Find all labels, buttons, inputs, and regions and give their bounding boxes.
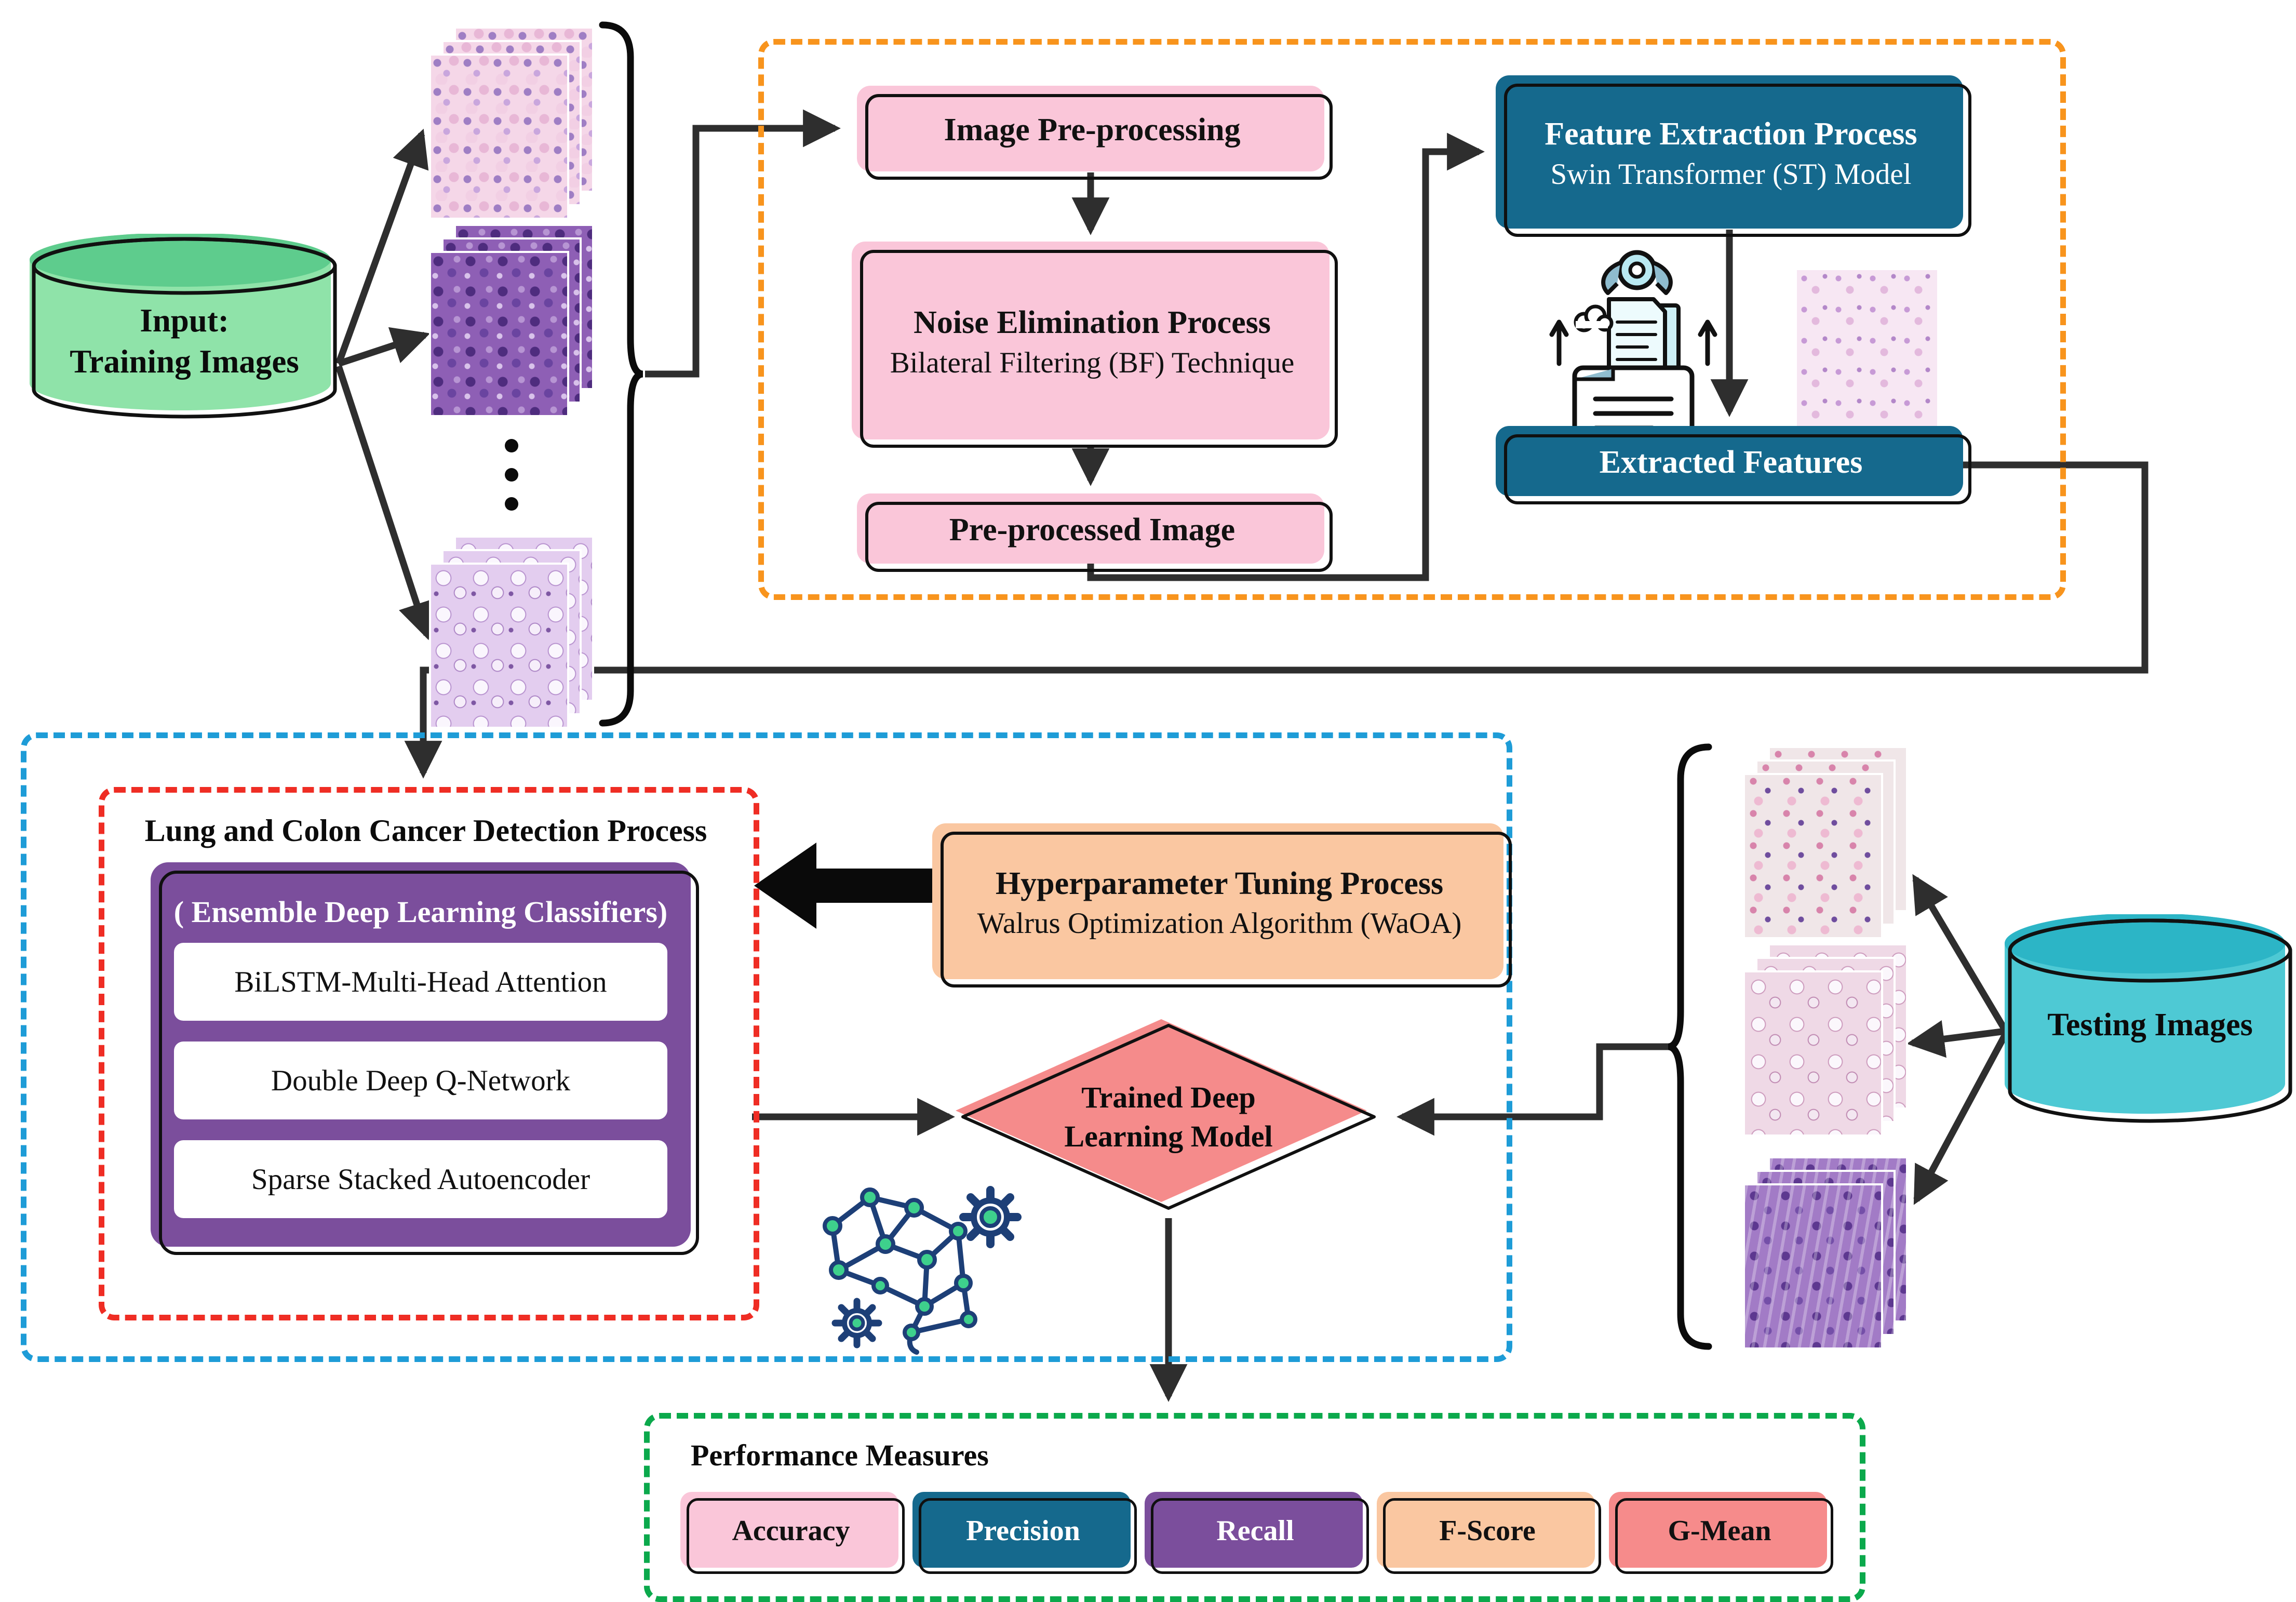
stack-layer	[431, 56, 567, 218]
dot	[505, 497, 518, 511]
box-outline	[1151, 1498, 1369, 1574]
noise-elimination-title: Noise Elimination Process	[914, 305, 1271, 341]
preprocessed-image-box: Pre-processed Image	[857, 493, 1333, 572]
preprocessed-image-label: Pre-processed Image	[949, 512, 1236, 548]
image-preprocessing-box: Image Pre-processing	[857, 86, 1333, 180]
classifier-row-ssae: Sparse Stacked Autoencoder	[174, 1140, 667, 1218]
box-fill	[857, 86, 1324, 171]
box-fill	[680, 1492, 898, 1568]
measure-box-precision: Precision	[912, 1492, 1137, 1574]
performance-group-box	[644, 1413, 1865, 1602]
measure-box-accuracy: Accuracy	[680, 1492, 905, 1574]
trained-model-line1: Trained Deep	[1081, 1080, 1256, 1114]
box-fill	[1377, 1492, 1595, 1568]
box-outline	[1504, 84, 1971, 237]
testing-images-cylinder: Testing Images	[2002, 913, 2296, 1138]
box-fill	[1496, 426, 1963, 496]
diamond-shape	[956, 1019, 1376, 1210]
box-outline	[865, 94, 1333, 180]
box-outline	[860, 250, 1338, 448]
classifier-label: Sparse Stacked Autoencoder	[251, 1163, 590, 1196]
training-group-box	[21, 732, 1512, 1362]
box-outline	[159, 871, 699, 1255]
training-histopathology-stack-3	[431, 538, 592, 727]
ensemble-classifiers-box: ( Ensemble Deep Learning Classifiers) Bi…	[151, 862, 699, 1255]
box-fill	[932, 823, 1503, 979]
ensemble-label: ( Ensemble Deep Learning Classifiers)	[173, 895, 668, 929]
performance-title: Performance Measures	[691, 1438, 989, 1472]
training-brace	[599, 21, 643, 727]
training-histopathology-stack-1	[431, 29, 592, 218]
testing-histopathology-stack-3	[1745, 1158, 1906, 1347]
tuning-title: Hyperparameter Tuning Process	[995, 865, 1444, 901]
testing-histopathology-stack-2	[1745, 945, 1906, 1134]
testing-histopathology-stack-1	[1745, 748, 1906, 937]
stack-layer	[431, 565, 567, 727]
trained-model-diamond: Trained Deep Learning Model	[955, 1017, 1382, 1217]
tuning-sub: Walrus Optimization Algorithm (WaOA)	[977, 907, 1462, 940]
box-outline	[865, 502, 1333, 572]
noise-elimination-sub: Bilateral Filtering (BF) Technique	[890, 346, 1295, 379]
dot	[505, 468, 518, 482]
training-cylinder-label: Input: Training Images	[26, 300, 343, 382]
feature-extraction-title: Feature Extraction Process	[1545, 116, 1917, 152]
box-fill	[1145, 1492, 1363, 1568]
training-histopathology-stack-2	[431, 226, 592, 415]
classifier-label: BiLSTM-Multi-Head Attention	[234, 965, 607, 998]
feature-extraction-icon	[1549, 250, 1717, 458]
box-outline	[941, 832, 1512, 987]
image-preprocessing-label: Image Pre-processing	[944, 112, 1241, 148]
box-fill	[1496, 75, 1963, 229]
classifier-row-ddqn: Double Deep Q-Network	[174, 1042, 667, 1119]
preprocessing-group-box	[758, 39, 2066, 600]
ellipsis-dots	[505, 439, 518, 511]
hyperparameter-tuning-box: Hyperparameter Tuning Process Walrus Opt…	[932, 823, 1512, 987]
ai-network-gears-icon	[823, 1186, 1022, 1355]
input-label-line2: Training Images	[70, 343, 299, 380]
extracted-features-label: Extracted Features	[1599, 445, 1863, 480]
box-outline	[1383, 1498, 1601, 1574]
measure-box-gmean: G-Mean	[1609, 1492, 1833, 1574]
box-fill	[1609, 1492, 1827, 1568]
measure-box-recall: Recall	[1145, 1492, 1369, 1574]
detection-title: Lung and Colon Cancer Detection Process	[144, 813, 707, 848]
detection-group-box	[99, 787, 759, 1320]
feature-extraction-box: Feature Extraction Process Swin Transfor…	[1496, 75, 1971, 237]
stack-layer	[1745, 972, 1881, 1134]
stack-layer	[431, 253, 567, 415]
classifier-label: Double Deep Q-Network	[271, 1064, 571, 1097]
box-fill	[857, 493, 1324, 564]
feature-extraction-sub: Swin Transformer (ST) Model	[1550, 157, 1912, 191]
stack-layer	[1745, 775, 1881, 937]
trained-model-line2: Learning Model	[1064, 1119, 1273, 1153]
box-outline	[1615, 1498, 1833, 1574]
box-outline	[919, 1498, 1137, 1574]
testing-brace	[1668, 743, 1712, 1350]
box-fill	[852, 242, 1330, 439]
dot	[505, 439, 518, 452]
testing-cylinder-label: Testing Images	[2047, 1007, 2253, 1043]
box-outline	[1504, 434, 1971, 504]
box-fill	[912, 1492, 1131, 1568]
cylinder-shape	[30, 233, 337, 419]
input-label-line1: Input:	[140, 302, 229, 339]
training-images-cylinder: Input: Training Images	[26, 233, 343, 431]
classifier-row-bilstm: BiLSTM-Multi-Head Attention	[174, 943, 667, 1021]
stack-layer	[1745, 1185, 1881, 1347]
box-outline	[687, 1498, 905, 1574]
cylinder-shape	[2005, 913, 2292, 1123]
extracted-features-box: Extracted Features	[1496, 426, 1971, 504]
measure-box-fscore: F-Score	[1377, 1492, 1601, 1574]
noise-elimination-box: Noise Elimination Process Bilateral Filt…	[852, 242, 1338, 448]
